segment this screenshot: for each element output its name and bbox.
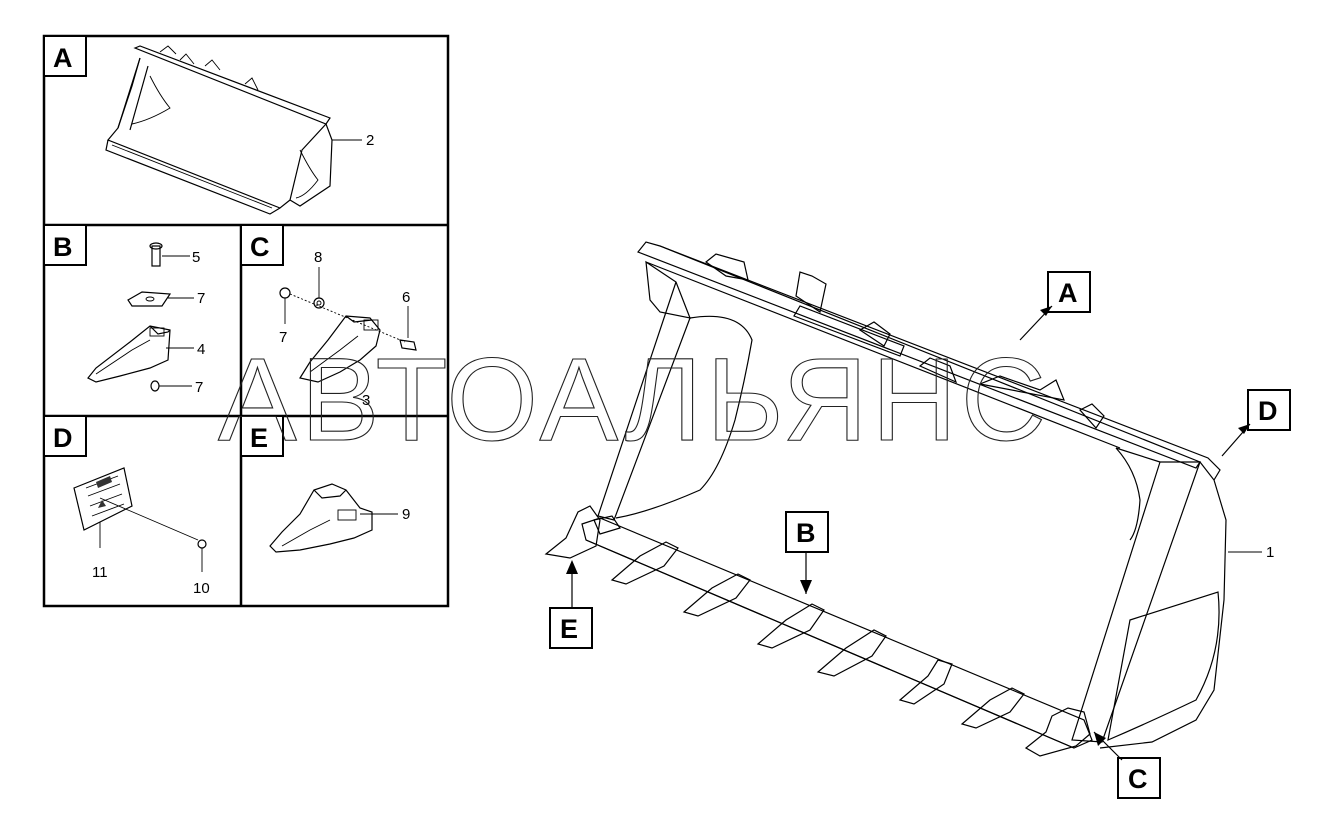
panel-a-label-box bbox=[43, 35, 87, 77]
svg-text:C: C bbox=[1128, 764, 1148, 794]
main-label-d: D bbox=[1221, 389, 1291, 457]
rivet-part bbox=[197, 539, 207, 572]
panel-c-label-box bbox=[240, 224, 284, 266]
panel-b-letter: B bbox=[53, 232, 73, 262]
panel-d: D 11 10 bbox=[43, 415, 210, 597]
panel-b: B 5 7 4 7 bbox=[43, 224, 205, 396]
tooth-adapter bbox=[87, 325, 194, 383]
main-label-c: C bbox=[1093, 731, 1161, 799]
panel-e: E 9 bbox=[240, 415, 410, 553]
callout-11: 11 bbox=[92, 564, 108, 581]
detail-panels bbox=[42, 34, 450, 608]
callout-6: 6 bbox=[402, 289, 410, 306]
panel-a-letter: A bbox=[53, 43, 73, 73]
panel-b-label-box bbox=[43, 224, 87, 266]
callout-3: 3 bbox=[362, 392, 370, 409]
washer-part bbox=[313, 297, 325, 309]
svg-text:B: B bbox=[796, 518, 816, 548]
panel-d-letter: D bbox=[53, 423, 73, 453]
svg-text:D: D bbox=[1258, 396, 1278, 426]
corner-tooth-drawing bbox=[269, 483, 398, 553]
panel-d-label-box bbox=[43, 415, 87, 457]
callout-8: 8 bbox=[314, 249, 322, 266]
callout-5: 5 bbox=[192, 249, 200, 266]
svg-text:E: E bbox=[560, 614, 578, 644]
callout-2: 2 bbox=[366, 132, 374, 149]
main-callout-1: 1 bbox=[1228, 544, 1274, 561]
panel-e-letter: E bbox=[250, 423, 268, 453]
panel-a: A 2 bbox=[43, 35, 374, 215]
bolt-part bbox=[149, 242, 190, 267]
main-label-e: E bbox=[549, 560, 593, 649]
svg-text:1: 1 bbox=[1266, 544, 1274, 561]
pin-part bbox=[150, 380, 192, 392]
main-label-b: B bbox=[785, 511, 829, 594]
main-bucket-drawing bbox=[544, 241, 1227, 757]
bucket-small-drawing bbox=[105, 45, 362, 215]
panel-e-label-box bbox=[240, 415, 284, 457]
panel-c: C 8 7 6 3 bbox=[240, 224, 417, 409]
retainer-plate bbox=[127, 291, 194, 307]
bolt-c bbox=[399, 306, 417, 351]
nut-part bbox=[279, 287, 291, 324]
main-label-a: A bbox=[1019, 271, 1091, 341]
callout-7-bottom: 7 bbox=[195, 379, 203, 396]
callout-10: 10 bbox=[193, 580, 210, 597]
watermark-text: АВТОАЛЬЯНС bbox=[218, 334, 1050, 466]
panel-c-letter: C bbox=[250, 232, 270, 262]
callout-9: 9 bbox=[402, 506, 410, 523]
callout-4: 4 bbox=[197, 341, 205, 358]
side-tooth-drawing bbox=[299, 315, 381, 383]
decal-plate bbox=[73, 467, 199, 548]
callout-7-c: 7 bbox=[279, 329, 287, 346]
svg-text:A: A bbox=[1058, 278, 1078, 308]
callout-7-top: 7 bbox=[197, 290, 205, 307]
